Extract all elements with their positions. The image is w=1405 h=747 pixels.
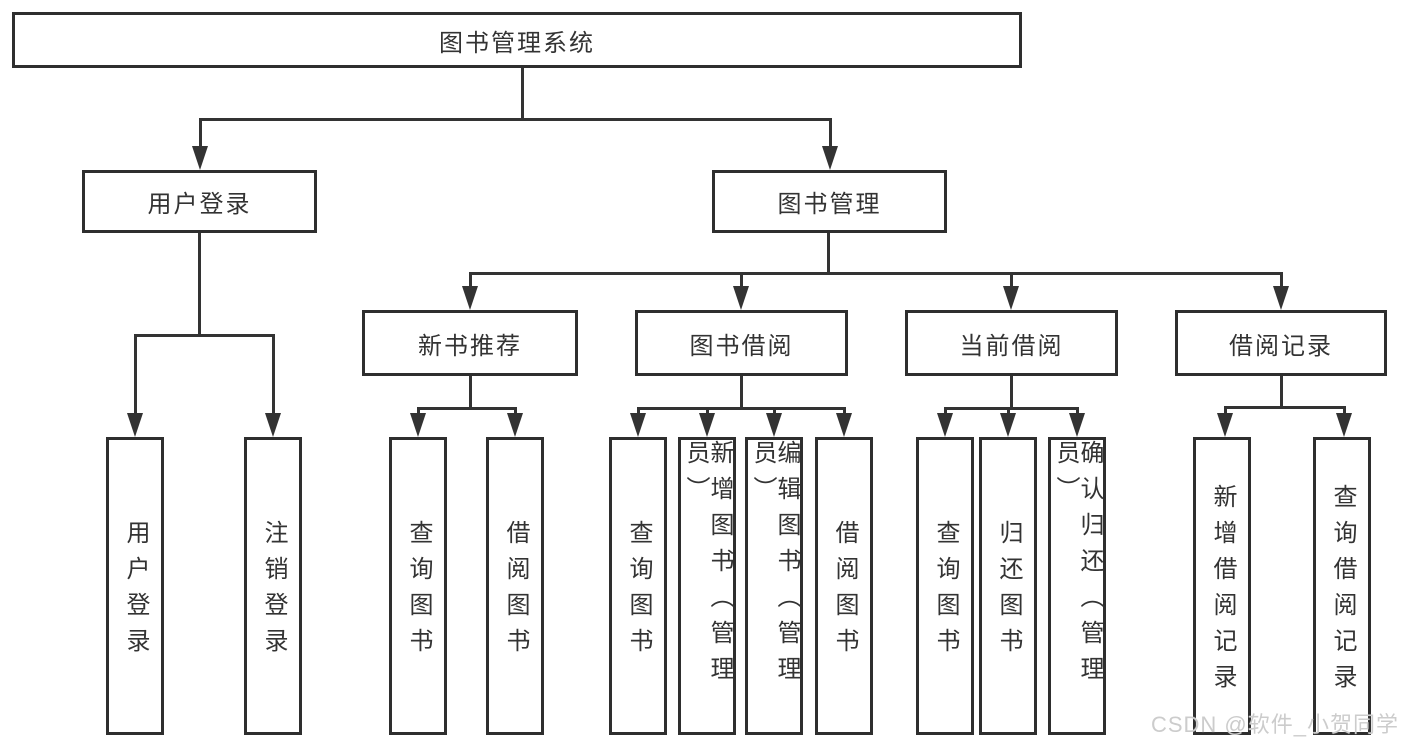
node-label: 查询图书 [932, 520, 959, 664]
leaf-edit-books-admin: 编辑图书（管理员） [745, 437, 803, 735]
arrow-down-icon [1003, 286, 1019, 310]
arrow-down-icon [410, 413, 426, 437]
connector-line [1280, 376, 1283, 409]
connector-line [1343, 406, 1346, 417]
node-book-borrow: 图书借阅 [635, 310, 848, 376]
connector-line [829, 118, 832, 150]
connector-line [272, 334, 275, 416]
connector-line [199, 118, 202, 150]
node-label: 借阅图书 [831, 520, 858, 664]
leaf-add-books-admin: 新增图书（管理员） [678, 437, 736, 735]
connector-line [1076, 407, 1079, 417]
connector-line [198, 233, 201, 337]
arrow-down-icon [462, 286, 478, 310]
arrow-down-icon [937, 413, 953, 437]
node-label: 当前借阅 [959, 332, 1064, 360]
leaf-user-login: 用户登录 [106, 437, 164, 735]
arrow-down-icon [1217, 413, 1233, 437]
arrow-down-icon [766, 413, 782, 437]
arrow-down-icon [507, 413, 523, 437]
node-label: 图书借阅 [689, 332, 794, 360]
leaf-query-books-2: 查询图书 [609, 437, 667, 735]
leaf-add-borrow-record: 新增借阅记录 [1193, 437, 1251, 735]
node-user-login: 用户登录 [82, 170, 317, 233]
node-label: 新增借阅记录 [1209, 484, 1236, 700]
arrow-down-icon [265, 413, 281, 437]
connector-line [706, 407, 709, 417]
arrow-down-icon [1069, 413, 1085, 437]
connector-line [637, 407, 640, 417]
arrow-down-icon [836, 413, 852, 437]
node-label: 借阅记录 [1229, 332, 1333, 360]
connector-line [740, 376, 743, 410]
connector-line [1010, 272, 1013, 290]
node-label: 图书管理 [777, 191, 882, 218]
node-new-book-recommend: 新书推荐 [362, 310, 578, 376]
connector-line [944, 407, 947, 417]
arrow-down-icon [192, 146, 208, 170]
connector-line [469, 272, 1283, 275]
leaf-confirm-return-admin: 确认归还（管理员） [1048, 437, 1106, 735]
node-root-system: 图书管理系统 [12, 12, 1022, 68]
connector-line [134, 334, 137, 416]
arrow-down-icon [1000, 413, 1016, 437]
node-label: 归还图书 [995, 520, 1022, 664]
node-label: 用户登录 [122, 520, 149, 664]
connector-line [417, 407, 517, 410]
node-label: 确认归还（管理员） [1052, 440, 1103, 692]
connector-line [740, 272, 743, 290]
node-label: 新增图书（管理员） [682, 440, 733, 692]
connector-line [827, 233, 830, 275]
csdn-watermark: CSDN @软件_小贺同学 [1150, 712, 1399, 737]
node-label: 查询借阅记录 [1329, 484, 1356, 700]
connector-line [637, 407, 845, 410]
node-label: 用户登录 [147, 191, 252, 218]
connector-line [1224, 406, 1345, 409]
connector-line [1007, 407, 1010, 417]
connector-line [1224, 406, 1227, 417]
leaf-query-books-1: 查询图书 [389, 437, 447, 735]
node-label: 查询图书 [625, 520, 652, 664]
leaf-borrow-books-2: 借阅图书 [815, 437, 873, 735]
arrow-down-icon [733, 286, 749, 310]
leaf-return-books: 归还图书 [979, 437, 1037, 735]
node-book-management: 图书管理 [712, 170, 947, 233]
node-label: 图书管理系统 [439, 29, 595, 57]
connector-line [944, 407, 1078, 410]
connector-line [469, 376, 472, 410]
connector-line [514, 407, 517, 417]
leaf-borrow-books-1: 借阅图书 [486, 437, 544, 735]
arrow-down-icon [822, 146, 838, 170]
connector-line [843, 407, 846, 417]
node-label: 查询图书 [405, 520, 432, 664]
arrow-down-icon [699, 413, 715, 437]
arrow-down-icon [1273, 286, 1289, 310]
node-label: 借阅图书 [502, 520, 529, 664]
node-borrow-records: 借阅记录 [1175, 310, 1387, 376]
node-label: 新书推荐 [418, 332, 522, 360]
arrow-down-icon [127, 413, 143, 437]
arrow-down-icon [630, 413, 646, 437]
connector-line [417, 407, 420, 417]
leaf-query-books-3: 查询图书 [916, 437, 974, 735]
arrow-down-icon [1336, 413, 1352, 437]
leaf-query-borrow-record: 查询借阅记录 [1313, 437, 1371, 735]
node-label: 编辑图书（管理员） [749, 440, 800, 692]
connector-line [199, 118, 832, 121]
connector-line [134, 334, 275, 337]
connector-line [521, 68, 524, 120]
connector-line [469, 272, 472, 290]
node-label: 注销登录 [260, 520, 287, 664]
connector-line [773, 407, 776, 417]
leaf-logout: 注销登录 [244, 437, 302, 735]
connector-line [1010, 376, 1013, 410]
node-current-borrow: 当前借阅 [905, 310, 1118, 376]
connector-line [1280, 272, 1283, 290]
